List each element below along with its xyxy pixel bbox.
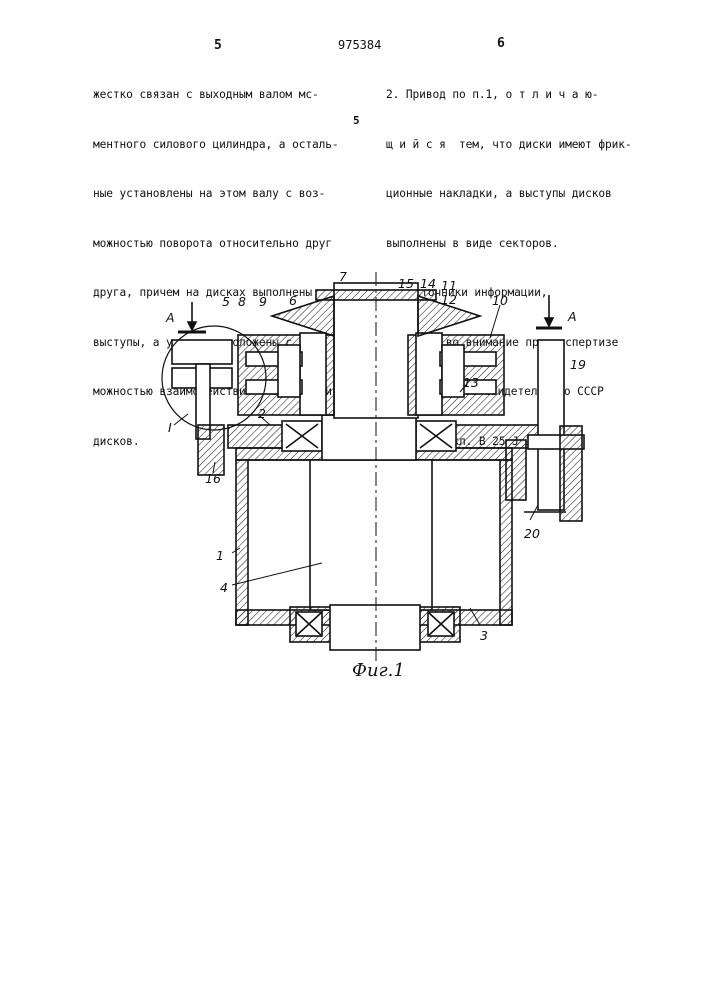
disk-pack-left [238,333,334,415]
label: А [567,309,577,324]
label: 7 [339,269,347,284]
bottom-bearing [290,605,460,650]
label: 8 [238,294,246,309]
label: 15 [398,276,414,291]
label: 3 [480,628,488,643]
label: 14 [420,276,436,291]
label: 19 [570,357,586,372]
label: 10 [492,293,508,308]
label: 20 [524,526,540,541]
label: 5 [222,294,230,309]
label: 6 [289,293,297,308]
rotor [310,460,432,610]
label: 12 [441,292,457,307]
label: 16 [205,471,221,486]
label: 9 [259,294,267,309]
label: 13 [463,375,479,390]
label: 4 [220,580,228,595]
label: 2 [258,406,266,421]
figure-caption: Фиг.1 [352,660,405,681]
label: 1 [216,548,224,563]
label: А [165,310,175,325]
label: I [168,420,172,435]
label: 11 [441,278,457,293]
disk-pack-right [408,333,504,415]
